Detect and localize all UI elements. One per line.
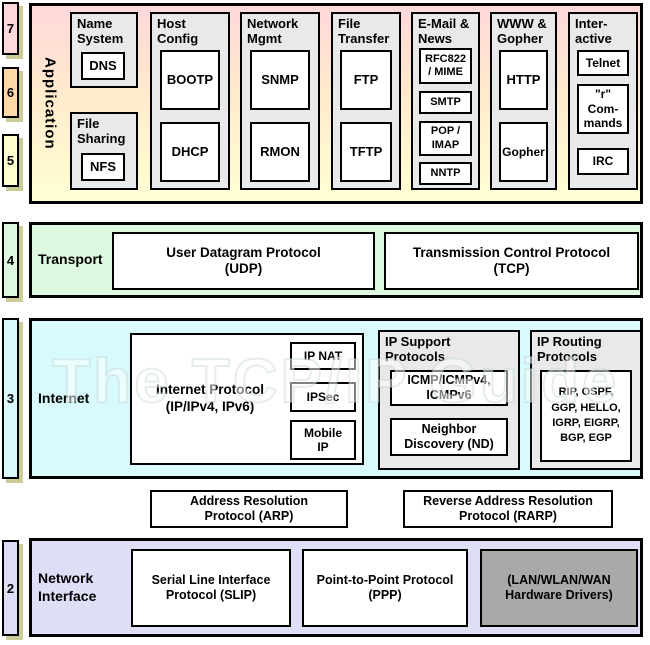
application-layer-label: Application: [41, 56, 59, 150]
internet-layer-band: Internet Internet Protocol (IP/IPv4, IPv…: [29, 318, 643, 479]
file-transfer-title: File Transfer: [338, 16, 390, 46]
network-mgmt-title: Network Mgmt: [247, 16, 299, 46]
osi-layer-3-box: 3: [2, 318, 19, 479]
http-box: HTTP: [499, 50, 548, 110]
snmp-box: SNMP: [250, 50, 310, 110]
ip-routing-protocols-group: IP Routing Protocols RIP, OSPF, GGP, HEL…: [530, 330, 642, 470]
name-system-group: Name System DNS: [70, 12, 138, 88]
osi-layer-2-box: 2: [2, 540, 19, 636]
ppp-box: Point-to-Point Protocol (PPP): [302, 549, 468, 627]
smtp-box: SMTP: [419, 91, 472, 114]
internet-protocol-box: Internet Protocol (IP/IPv4, IPv6) IP NAT…: [130, 333, 364, 465]
rfc822-mime-box: RFC822 / MIME: [419, 48, 472, 84]
udp-box: User Datagram Protocol (UDP): [112, 232, 375, 290]
slip-box: Serial Line Interface Protocol (SLIP): [131, 549, 291, 627]
dhcp-box: DHCP: [160, 122, 220, 182]
neighbor-discovery-box: Neighbor Discovery (ND): [390, 418, 508, 456]
nntp-box: NNTP: [419, 162, 472, 185]
ip-nat-box: IP NAT: [290, 342, 356, 370]
interactive-group: Inter- active Telnet "r" Com- mands IRC: [568, 12, 638, 190]
osi-layer-7-box: 7: [2, 2, 19, 55]
www-gopher-group: WWW & Gopher HTTP Gopher: [490, 12, 557, 190]
host-config-title: Host Config: [157, 16, 199, 46]
ipsec-box: IPSec: [290, 382, 356, 412]
irc-box: IRC: [577, 148, 629, 175]
transport-layer-band: Transport User Datagram Protocol (UDP) T…: [29, 222, 643, 298]
osi-layer-6-box: 6: [2, 67, 19, 118]
email-news-title: E-Mail & News: [418, 16, 470, 46]
transport-layer-label: Transport: [38, 251, 103, 268]
file-sharing-title: File Sharing: [77, 116, 126, 146]
rmon-box: RMON: [250, 122, 310, 182]
routing-protocols-box: RIP, OSPF, GGP, HELLO, IGRP, EIGRP, BGP,…: [540, 370, 632, 462]
network-mgmt-group: Network Mgmt SNMP RMON: [240, 12, 320, 190]
host-config-group: Host Config BOOTP DHCP: [150, 12, 230, 190]
www-gopher-title: WWW & Gopher: [497, 16, 547, 46]
arp-box: Address Resolution Protocol (ARP): [150, 490, 348, 528]
ip-routing-protocols-title: IP Routing Protocols: [537, 334, 602, 364]
icmp-box: ICMP/ICMPv4, ICMPv6: [390, 370, 508, 406]
gopher-box: Gopher: [499, 122, 548, 182]
email-news-group: E-Mail & News RFC822 / MIME SMTP POP / I…: [411, 12, 480, 190]
pop-imap-box: POP / IMAP: [419, 121, 472, 156]
interactive-title: Inter- active: [575, 16, 612, 46]
internet-layer-label: Internet: [38, 389, 90, 406]
telnet-box: Telnet: [577, 50, 629, 76]
tcp-box: Transmission Control Protocol (TCP): [384, 232, 639, 290]
osi-layer-5-box: 5: [2, 134, 19, 187]
application-layer-band: Application Name System DNS File Sharing…: [29, 3, 643, 204]
network-interface-layer-label: Network Interface: [38, 570, 97, 604]
bootp-box: BOOTP: [160, 50, 220, 110]
rarp-box: Reverse Address Resolution Protocol (RAR…: [403, 490, 613, 528]
network-interface-layer-band: Network Interface Serial Line Interface …: [29, 538, 643, 637]
file-sharing-group: File Sharing NFS: [70, 112, 138, 190]
osi-layer-4-box: 4: [2, 222, 19, 298]
name-system-title: Name System: [77, 16, 124, 46]
ftp-box: FTP: [340, 50, 392, 110]
nfs-box: NFS: [81, 153, 125, 181]
ip-support-protocols-title: IP Support Protocols: [385, 334, 451, 364]
r-commands-box: "r" Com- mands: [577, 84, 629, 134]
hardware-drivers-box: (LAN/WLAN/WAN Hardware Drivers): [480, 549, 638, 627]
mobile-ip-box: Mobile IP: [290, 420, 356, 460]
file-transfer-group: File Transfer FTP TFTP: [331, 12, 401, 190]
tftp-box: TFTP: [340, 122, 392, 182]
internet-protocol-label: Internet Protocol (IP/IPv4, IPv6): [155, 382, 264, 414]
dns-box: DNS: [81, 52, 125, 80]
ip-support-protocols-group: IP Support Protocols ICMP/ICMPv4, ICMPv6…: [378, 330, 520, 470]
